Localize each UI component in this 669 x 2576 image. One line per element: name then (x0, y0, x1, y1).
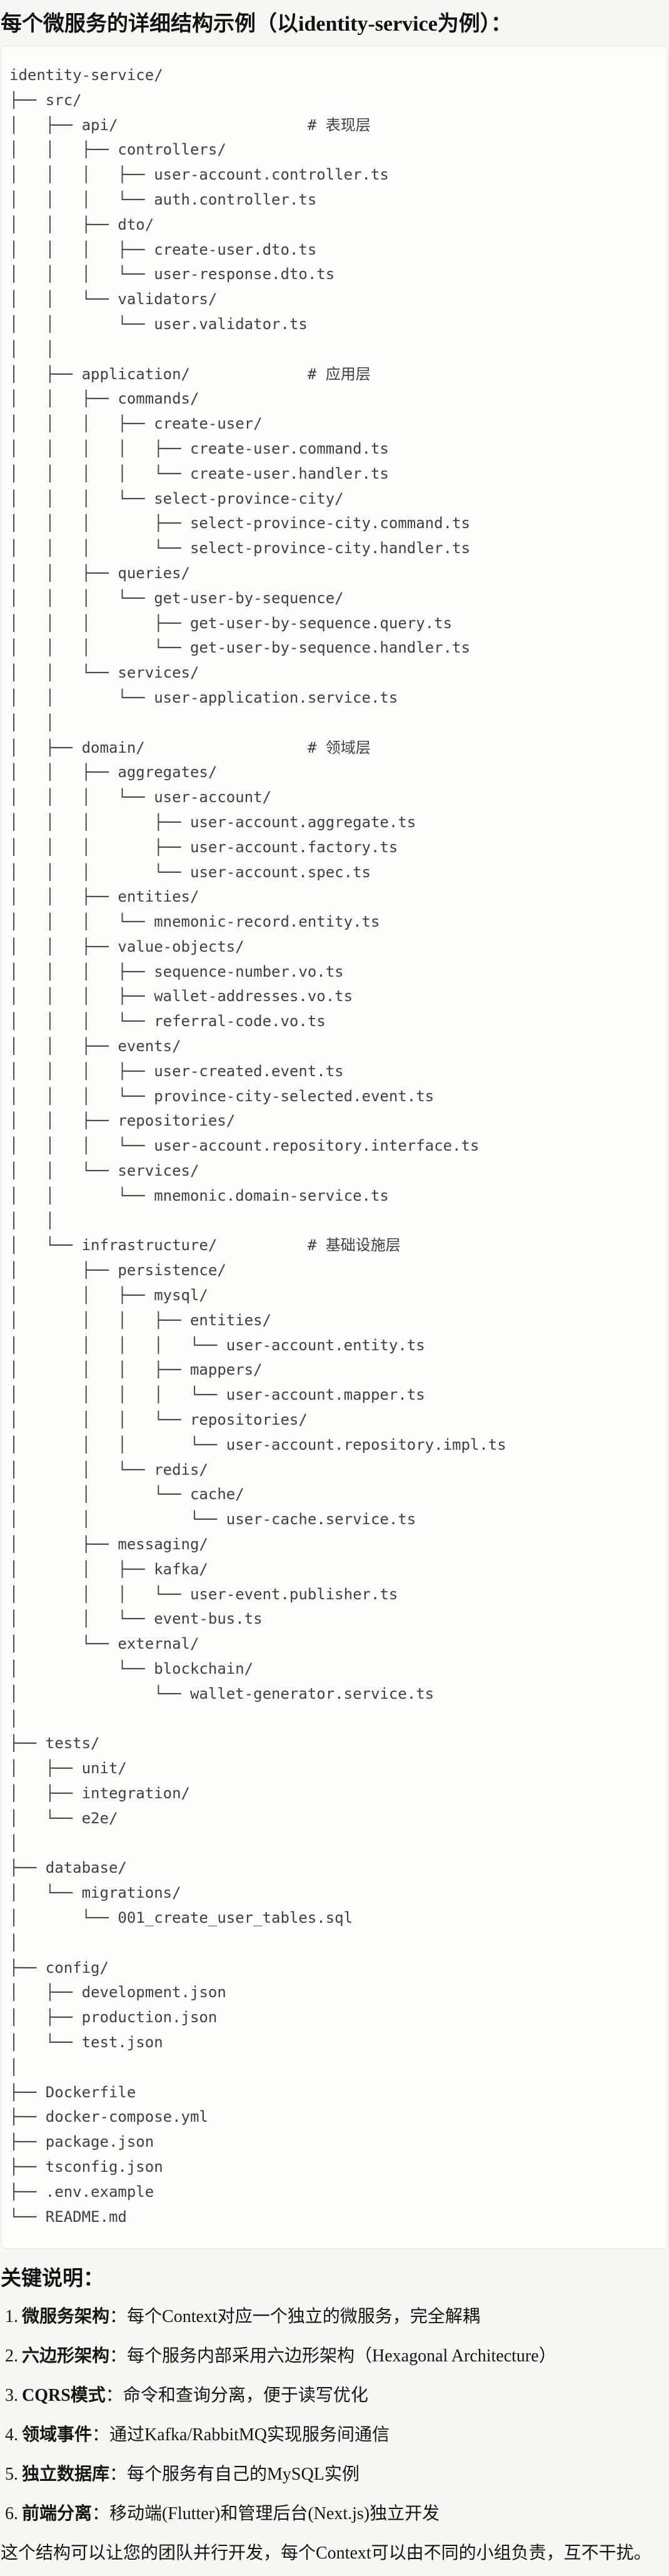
file-tree-text: identity-service/ ├── src/ │ ├── api/ # … (9, 66, 506, 2226)
notes-heading: 关键说明： (1, 2268, 104, 2291)
file-tree-code-block: identity-service/ ├── src/ │ ├── api/ # … (1, 46, 668, 2249)
note-text: 每个服务内部采用六边形架构（Hexagonal Architecture） (127, 2346, 556, 2366)
note-label: 微服务架构 (22, 2307, 110, 2327)
page-title: 每个微服务的详细结构示例（以identity-service为例）： (1, 13, 512, 36)
note-item: 3.CQRS模式：命令和查询分离，便于读写优化 (0, 2383, 669, 2409)
note-colon: ： (109, 2307, 128, 2327)
note-text: 移动端(Flutter)和管理后台(Next.js)独立开发 (109, 2504, 440, 2524)
note-item: 6.前端分离：移动端(Flutter)和管理后台(Next.js)独立开发 (0, 2501, 669, 2527)
note-label: CQRS模式 (22, 2386, 106, 2406)
note-number: 1. (5, 2307, 18, 2327)
note-text: 每个Context对应一个独立的微服务，完全解耦 (127, 2307, 480, 2327)
notes-section: 关键说明： 1.微服务架构：每个Context对应一个独立的微服务，完全解耦 2… (0, 2265, 669, 2567)
note-colon: ： (105, 2386, 123, 2406)
note-colon: ： (92, 2425, 110, 2445)
note-colon: ： (92, 2504, 110, 2524)
note-label: 前端分离 (22, 2504, 93, 2524)
note-text: 命令和查询分离，便于读写优化 (123, 2386, 368, 2406)
note-number: 4. (5, 2425, 18, 2445)
note-label: 独立数据库 (22, 2465, 110, 2485)
note-colon: ： (109, 2346, 128, 2366)
closing-paragraph: 这个结构可以让您的团队并行开发，每个Context可以由不同的小组负责，互不干扰… (1, 2543, 651, 2563)
note-label: 领域事件 (22, 2425, 93, 2445)
note-item: 1.微服务架构：每个Context对应一个独立的微服务，完全解耦 (0, 2304, 669, 2330)
note-number: 6. (5, 2504, 18, 2524)
note-text: 通过Kafka/RabbitMQ实现服务间通信 (109, 2425, 390, 2445)
note-colon: ： (109, 2465, 128, 2485)
note-number: 5. (5, 2465, 18, 2485)
file-tree: identity-service/ ├── src/ │ ├── api/ # … (1, 46, 668, 2248)
note-item: 4.领域事件：通过Kafka/RabbitMQ实现服务间通信 (0, 2422, 669, 2448)
note-number: 2. (5, 2346, 18, 2366)
note-text: 每个服务有自己的MySQL实例 (127, 2465, 360, 2485)
notes-list: 1.微服务架构：每个Context对应一个独立的微服务，完全解耦 2.六边形架构… (0, 2304, 669, 2527)
note-item: 5.独立数据库：每个服务有自己的MySQL实例 (0, 2461, 669, 2488)
note-label: 六边形架构 (22, 2346, 110, 2366)
note-number: 3. (5, 2386, 18, 2406)
note-item: 2.六边形架构：每个服务内部采用六边形架构（Hexagonal Architec… (0, 2343, 669, 2370)
